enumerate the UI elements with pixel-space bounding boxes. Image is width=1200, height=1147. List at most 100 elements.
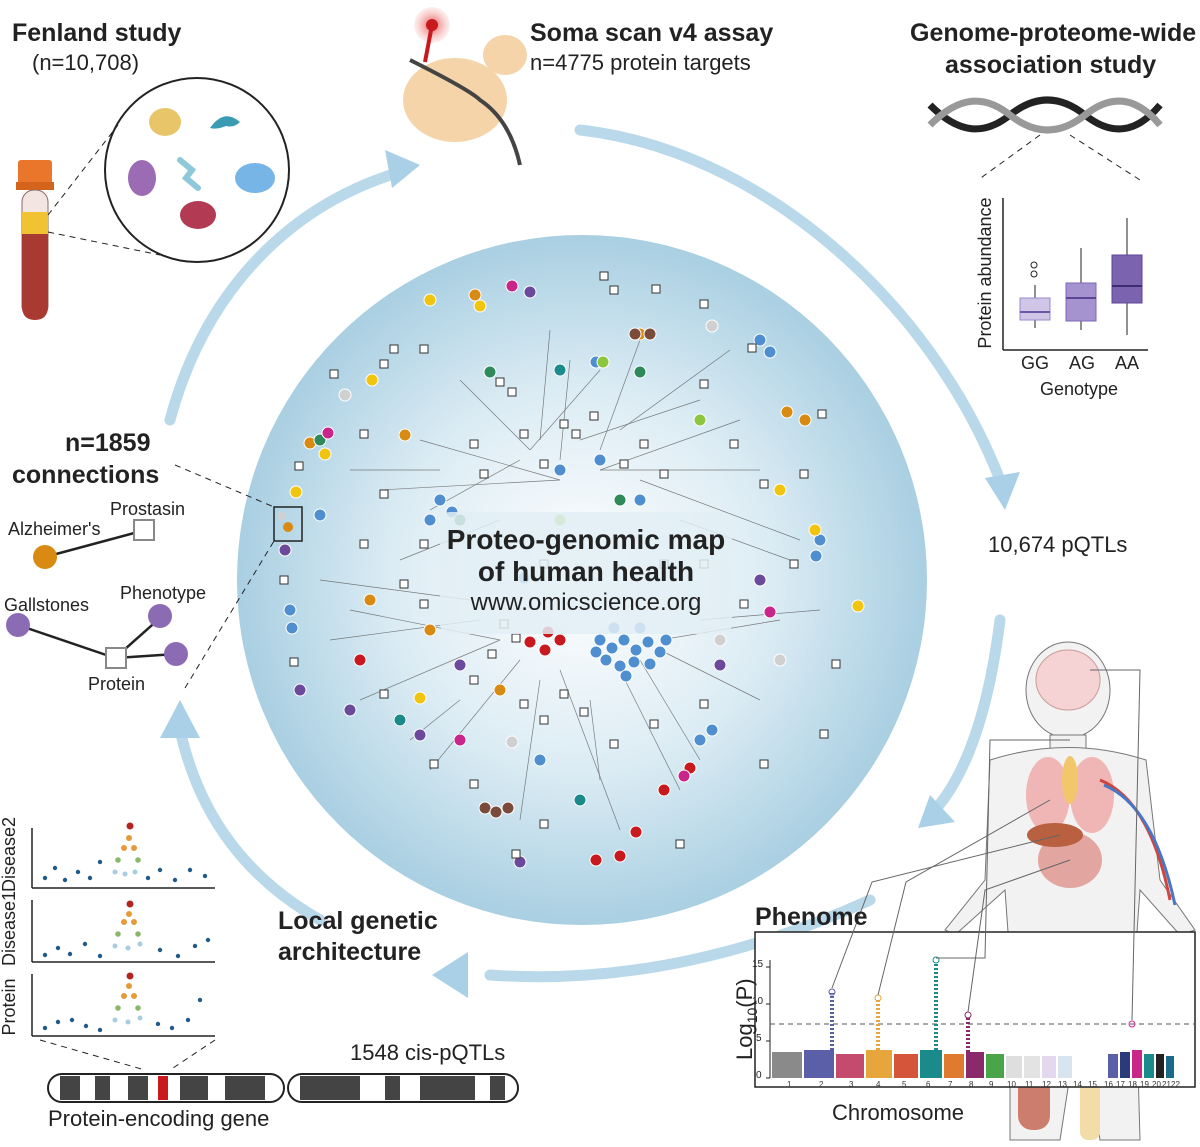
label-gallstones: Gallstones	[4, 595, 90, 615]
chr-18: 18	[1128, 1080, 1137, 1089]
chr-11: 11	[1025, 1080, 1034, 1089]
center-label: Proteo-genomic map of human health www.o…	[440, 524, 732, 618]
connections-title-line2: connections	[12, 461, 160, 489]
boxplot-cat-ag: AG	[1069, 353, 1096, 373]
connection-zoom-box	[273, 506, 303, 542]
chr-4: 4	[876, 1080, 881, 1089]
chr-21: 21	[1162, 1080, 1171, 1089]
arrowhead-2	[985, 472, 1020, 510]
protein-blobs	[128, 108, 275, 229]
chr-9: 9	[989, 1080, 994, 1089]
phenome-ylabel-main: Log	[731, 1023, 757, 1061]
phenome-xlabel: Chromosome	[832, 1100, 965, 1125]
chr-14: 14	[1073, 1080, 1082, 1089]
boxplot-xlabel: Genotype	[1040, 379, 1119, 399]
gene-zoom-lines	[39, 1039, 216, 1071]
node-alzheimers	[33, 545, 57, 569]
local-title-line1: Local genetic	[278, 907, 438, 935]
chr-16: 16	[1104, 1080, 1113, 1089]
box-aa	[1111, 218, 1143, 335]
soma-targets: n=4775 protein targets	[530, 50, 751, 75]
gpwas-title-line1: Genome-proteome-wide	[910, 19, 1197, 47]
chr-22: 22	[1171, 1080, 1180, 1089]
chr-13: 13	[1058, 1080, 1067, 1089]
arrow-phenome-to-local	[484, 894, 876, 983]
arrow-gwas-to-phenome	[929, 614, 1006, 816]
label-alzheimers: Alzheimer's	[8, 519, 101, 539]
chr-19: 19	[1140, 1080, 1149, 1089]
phenome-ylabel: Log10(P)	[732, 974, 760, 1064]
manhattan-columns	[772, 1050, 1174, 1078]
boxplot-cat-aa: AA	[1115, 353, 1140, 373]
phenome-ylabel-sub: 10	[744, 1007, 761, 1024]
regional-label-disease1: Disease1	[0, 890, 19, 966]
boxplot-ylabel: Protein abundance	[975, 197, 995, 349]
node-prostasin	[133, 519, 155, 541]
chr-8: 8	[969, 1080, 974, 1089]
chromosome	[47, 1073, 519, 1103]
chr-6: 6	[926, 1080, 931, 1089]
arrow-soma-to-gwas	[574, 124, 1006, 486]
blood-tube	[16, 160, 54, 320]
boxplot	[1002, 198, 1148, 351]
chr-7: 7	[948, 1080, 953, 1089]
manhattan-peaks	[828, 956, 1136, 1052]
arrow-fenland-to-soma	[164, 166, 406, 426]
network-nodes-circles	[278, 279, 865, 869]
center-url[interactable]: www.omicscience.org	[470, 589, 702, 616]
phenome-title: Phenome	[755, 903, 868, 931]
arrowhead-1	[385, 150, 420, 188]
gene-locus	[158, 1076, 168, 1100]
node-gallstones	[6, 613, 30, 637]
label-phenotype: Phenotype	[120, 583, 207, 603]
fenland-title: Fenland study	[12, 19, 182, 47]
fenland-n: (n=10,708)	[32, 50, 140, 75]
gpwas-title-line2: association study	[945, 51, 1157, 79]
gene-label: Protein-encoding gene	[48, 1106, 270, 1131]
regional-plots	[31, 822, 215, 1037]
cycle-arrowheads	[160, 150, 1020, 998]
cycle-arrows	[164, 124, 1006, 983]
ytick-15: 15	[752, 959, 764, 970]
dna-helix	[927, 96, 1163, 134]
node-phenotype-2	[164, 642, 188, 666]
chr-1: 1	[787, 1080, 792, 1089]
zoom-lines	[47, 124, 161, 256]
node-protein	[105, 647, 127, 669]
box-gg	[1019, 261, 1051, 328]
pqtls-label: 10,674 pQTLs	[988, 532, 1128, 557]
chr-17: 17	[1116, 1080, 1125, 1089]
chr-3: 3	[849, 1080, 854, 1089]
box-ag	[1065, 248, 1097, 330]
soma-protein	[403, 7, 527, 166]
ytick-0: 0	[756, 1070, 762, 1081]
chr-20: 20	[1152, 1080, 1161, 1089]
chr-5: 5	[902, 1080, 907, 1089]
arrowhead-5	[160, 700, 200, 738]
chromosome-ticks: 1 2 3 4 5 6 7 8 9 10 11 12 13 14 15 16 1…	[770, 1080, 1180, 1094]
chr-10: 10	[1007, 1080, 1016, 1089]
soma-title: Soma scan v4 assay	[530, 19, 774, 47]
arrow-local-to-connections	[174, 724, 326, 926]
chr-12: 12	[1042, 1080, 1051, 1089]
ytick-10: 10	[752, 996, 764, 1007]
ytick-5: 5	[756, 1033, 762, 1044]
arrowhead-3	[918, 795, 955, 828]
regional-label-disease2: Disease2	[0, 816, 19, 892]
label-protein: Protein	[88, 674, 146, 694]
local-title-line2: architecture	[278, 938, 422, 966]
organ-connectors	[831, 669, 1141, 1021]
arrowhead-4	[432, 952, 468, 998]
node-phenotype-1	[148, 604, 172, 628]
dna-zoom-lines	[977, 134, 1141, 181]
chr-2: 2	[819, 1080, 824, 1089]
center-line2: of human health	[477, 556, 695, 587]
label-prostasin: Prostasin	[110, 499, 186, 519]
chr-15: 15	[1088, 1080, 1097, 1089]
cis-pqtls-label: 1548 cis-pQTLs	[350, 1040, 506, 1065]
boxplot-cat-gg: GG	[1021, 353, 1050, 373]
connections-title-line1: n=1859	[65, 429, 151, 457]
center-label-box	[440, 512, 732, 634]
manhattan-plot	[754, 669, 1196, 1088]
